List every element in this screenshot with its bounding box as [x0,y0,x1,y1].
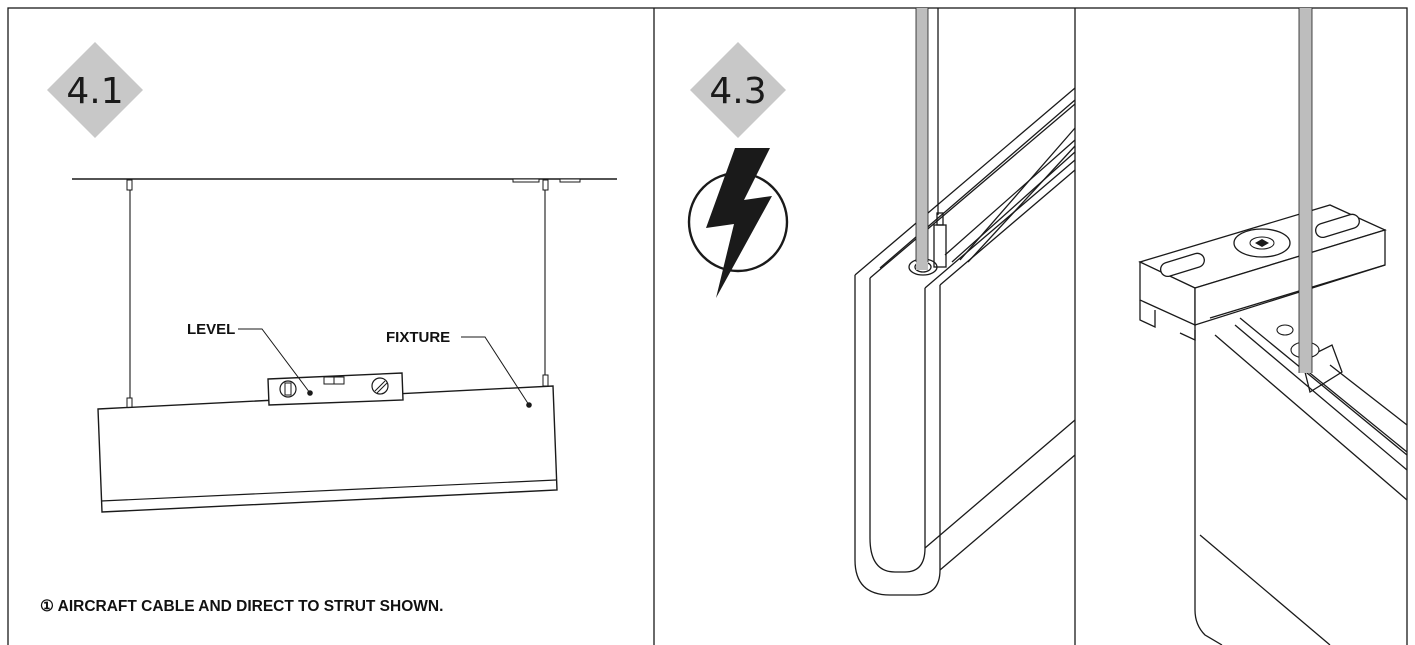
installation-note: ① AIRCRAFT CABLE AND DIRECT TO STRUT SHO… [40,598,443,615]
fixture-housing [1194,317,1408,645]
fixture-leader-line [461,336,530,406]
spirit-level [267,372,404,406]
fixture-lens-line [100,479,557,502]
outer-frame [7,7,1408,645]
fixture-leader-dot [526,402,532,408]
panel-strut-detail [1138,8,1408,645]
fixture-extrusion [854,87,1076,596]
step-number-4-1: 4.1 [66,71,123,112]
right-cable-gripper-bottom [542,374,549,387]
high-voltage-icon [687,148,789,298]
level-leader-dot [307,390,313,396]
step-badge-4-3 [690,42,786,138]
cap-screw [1233,228,1291,258]
fixture-label: FIXTURE [386,329,450,346]
ceiling-plate-2 [559,178,581,183]
level-leader-line [238,328,311,394]
level-label: LEVEL [187,321,235,338]
aircraft-cable-gray-2 [1299,8,1312,373]
panel-4-1: 4.1 LEVEL FIXTURE [40,42,617,615]
left-cable-gripper-top [126,179,133,191]
strut-channel [1138,204,1387,342]
step-number-4-3: 4.3 [709,71,766,112]
aircraft-cable-gray [916,8,928,270]
ceiling-plate [512,178,540,183]
panel-4-3: 4.3 [687,8,1076,596]
right-cable-gripper-top [542,179,549,191]
left-cable-gripper-bottom [126,397,133,409]
step-badge-4-1 [47,42,143,138]
fixture-body [97,385,558,513]
